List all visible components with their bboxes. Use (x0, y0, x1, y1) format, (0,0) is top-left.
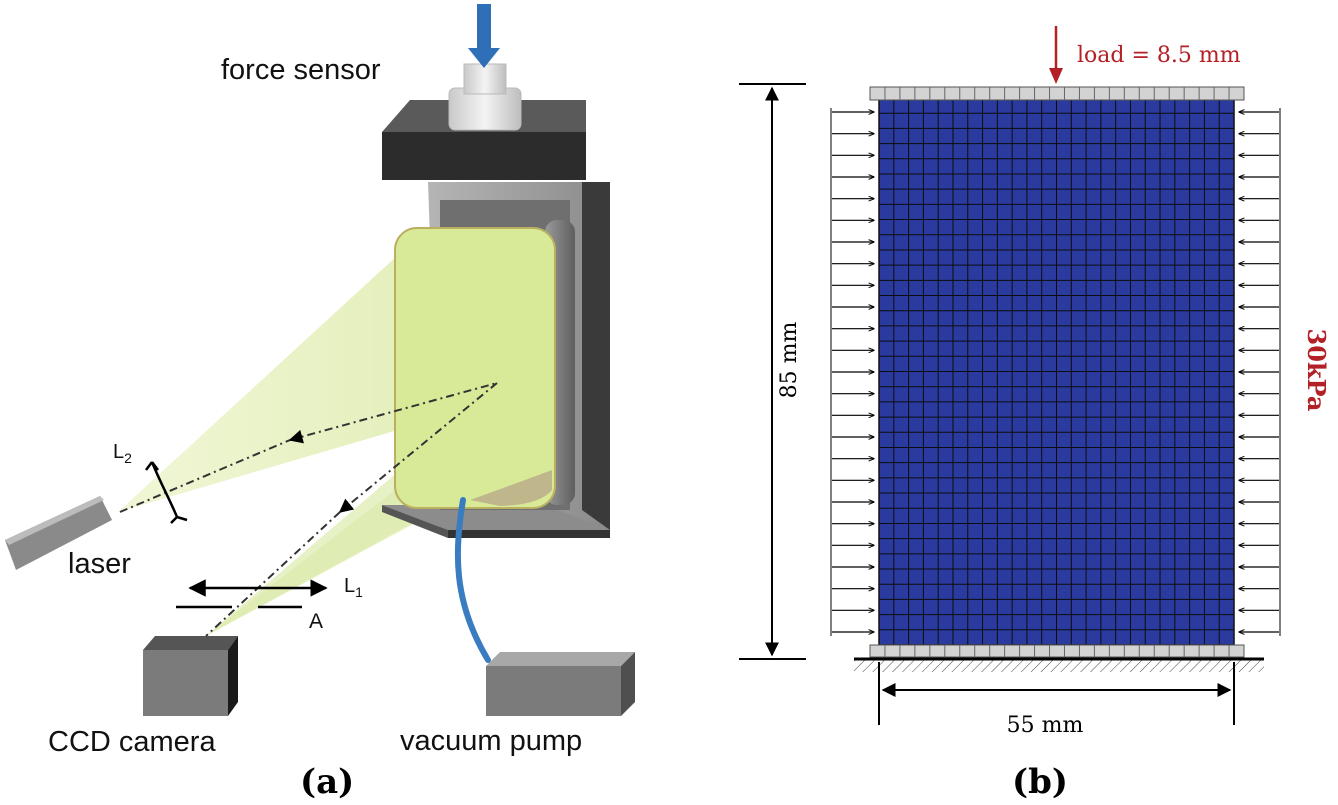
beam-line-camera (205, 511, 341, 637)
lens-l2-symbol (145, 461, 188, 524)
crosshead-front (382, 132, 586, 180)
pressure-label: 30kPa (1302, 329, 1331, 412)
label-l2: L2 (113, 441, 132, 466)
caption-b: (b) (1012, 762, 1068, 802)
right-pressure-arrows (1239, 112, 1279, 632)
vacuum-pump-top (486, 652, 635, 666)
top-plate (869, 86, 1245, 101)
vacuum-pump-front (486, 666, 621, 716)
label-ccd-camera: CCD camera (48, 726, 216, 758)
frame-right-side (582, 182, 610, 530)
ccd-camera-top (143, 636, 238, 650)
frame-bottom-edge (382, 505, 448, 538)
height-label: 85 mm (777, 322, 802, 399)
ccd-camera-front (143, 650, 228, 716)
bottom-plate (869, 644, 1245, 658)
label-l2-sub: 2 (124, 450, 132, 466)
vacuum-pump-side (621, 652, 635, 716)
force-arrow-head (468, 48, 500, 68)
label-laser: laser (68, 548, 131, 580)
load-arrow-head (1049, 68, 1063, 84)
force-arrow-shaft (477, 4, 491, 52)
panel-a: force sensor laser CCD camera vacuum pum… (5, 4, 635, 802)
label-aperture: A (309, 610, 323, 633)
label-vacuum-pump: vacuum pump (400, 725, 582, 757)
top-plate-segments (884, 87, 1230, 100)
caption-a: (a) (300, 762, 354, 802)
laser-body (5, 496, 112, 570)
vacuum-hose (454, 497, 491, 663)
frame-bottom-plate (382, 505, 610, 530)
label-l1-sub: 1 (355, 584, 363, 600)
beam-line-laser (119, 439, 291, 513)
label-l2-main: L (113, 441, 124, 463)
laser-body-top (5, 496, 104, 545)
bottom-plate-segments (884, 645, 1230, 657)
beam-line-return (338, 382, 498, 513)
force-sensor-stem (463, 63, 507, 95)
ccd-camera-side (228, 636, 238, 716)
load-label: load = 8.5 mm (1077, 43, 1241, 68)
ground-hatch (854, 660, 1264, 672)
left-pressure-arrows (832, 112, 874, 632)
label-l1: L1 (344, 575, 363, 600)
frame-bottom-front (448, 530, 610, 538)
width-label: 55 mm (1007, 713, 1084, 738)
label-l1-main: L (344, 575, 355, 597)
mesh-grid (879, 98, 1234, 645)
granular-sample (394, 227, 556, 509)
label-force-sensor: force sensor (221, 54, 381, 86)
panel-b: load = 8.5 mm 30kPa 85 mm 55 mm (b) (739, 26, 1331, 802)
sample-bottom-speckle (470, 470, 552, 506)
